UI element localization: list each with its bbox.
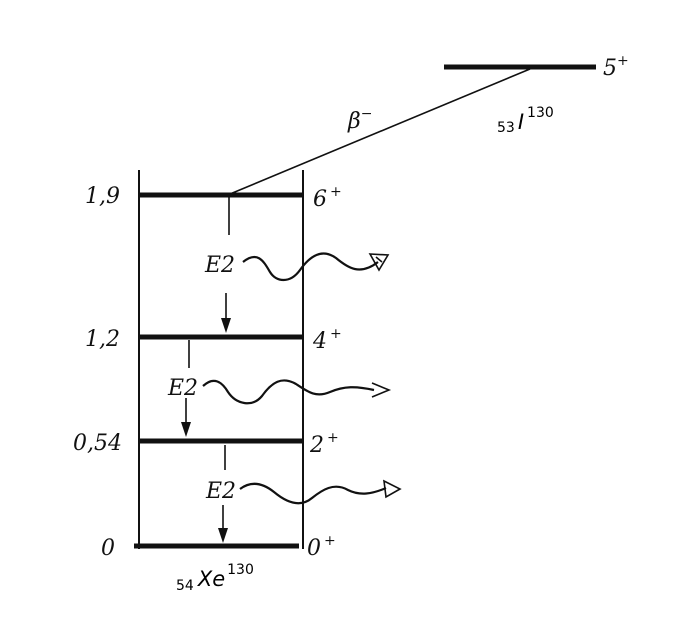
transition-3-arrowhead bbox=[218, 528, 228, 543]
gamma-wave-1 bbox=[242, 252, 379, 282]
energy-label-level0: 1,9 bbox=[85, 184, 120, 209]
gamma-wave-2 bbox=[202, 379, 375, 405]
gamma-arrow-2 bbox=[371, 382, 392, 398]
spin-label-level1: 4+ bbox=[312, 326, 342, 354]
energy-label-level1: 1,2 bbox=[85, 327, 120, 352]
spin-label-level3: 0+ bbox=[307, 533, 336, 561]
transition-2-arrowhead bbox=[181, 422, 191, 437]
parent-spin-label: 5+ bbox=[603, 53, 629, 81]
transition-2-label: E2 bbox=[167, 376, 198, 401]
transition-1-arrowhead bbox=[221, 318, 231, 333]
spin-label-level2: 2+ bbox=[309, 430, 339, 458]
energy-label-level2: 0,54 bbox=[73, 431, 122, 456]
gamma-wave-3 bbox=[239, 482, 387, 505]
gamma-arrow-1 bbox=[368, 253, 390, 272]
transition-3-label: E2 bbox=[205, 479, 236, 504]
beta-decay-line bbox=[229, 68, 531, 195]
energy-label-level3: 0 bbox=[101, 536, 115, 561]
beta-label: β− bbox=[347, 106, 372, 134]
transition-1-label: E2 bbox=[204, 253, 235, 278]
gamma-arrow-3 bbox=[383, 479, 402, 499]
spin-label-level0: 6+ bbox=[313, 184, 342, 212]
